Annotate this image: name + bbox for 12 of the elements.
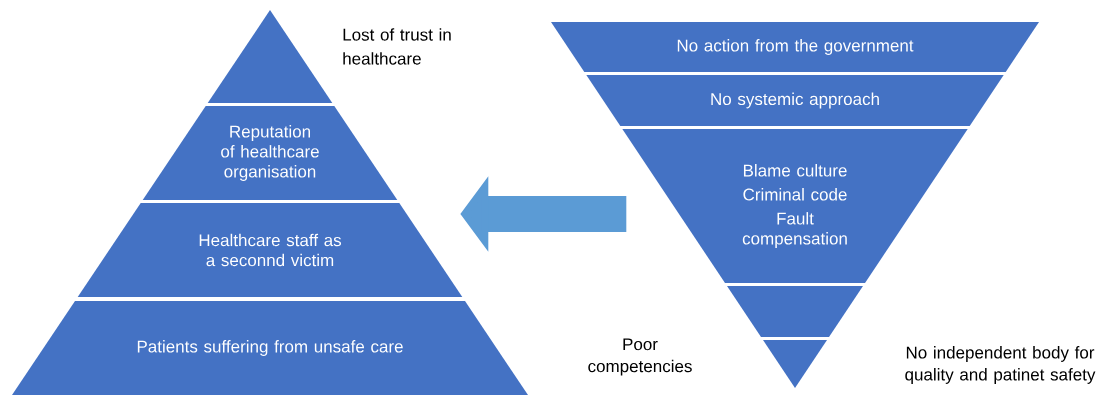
side-caption: No independent body for quality and patinet safety: [905, 346, 1096, 384]
trapezoid-band: [727, 286, 863, 337]
triangle-band: [763, 340, 827, 388]
pyramid-level: Reputation of healthcare organisation: [142, 106, 398, 200]
side-caption: Lost of trust in healthcare: [343, 28, 451, 65]
pyramid-level: Healthcare staff as a seconnd victim: [77, 203, 463, 297]
side-caption: Poor competencies: [588, 338, 692, 376]
pyramid-level: No systemic approach: [586, 75, 1004, 126]
pyramid-level: Patients suffering from unsafe care: [12, 301, 528, 395]
triangle-band: [207, 10, 333, 103]
pyramid-level: Blame culture Criminal code Fault compensation: [622, 129, 968, 283]
pyramid-level: No action from the government: [551, 22, 1039, 72]
